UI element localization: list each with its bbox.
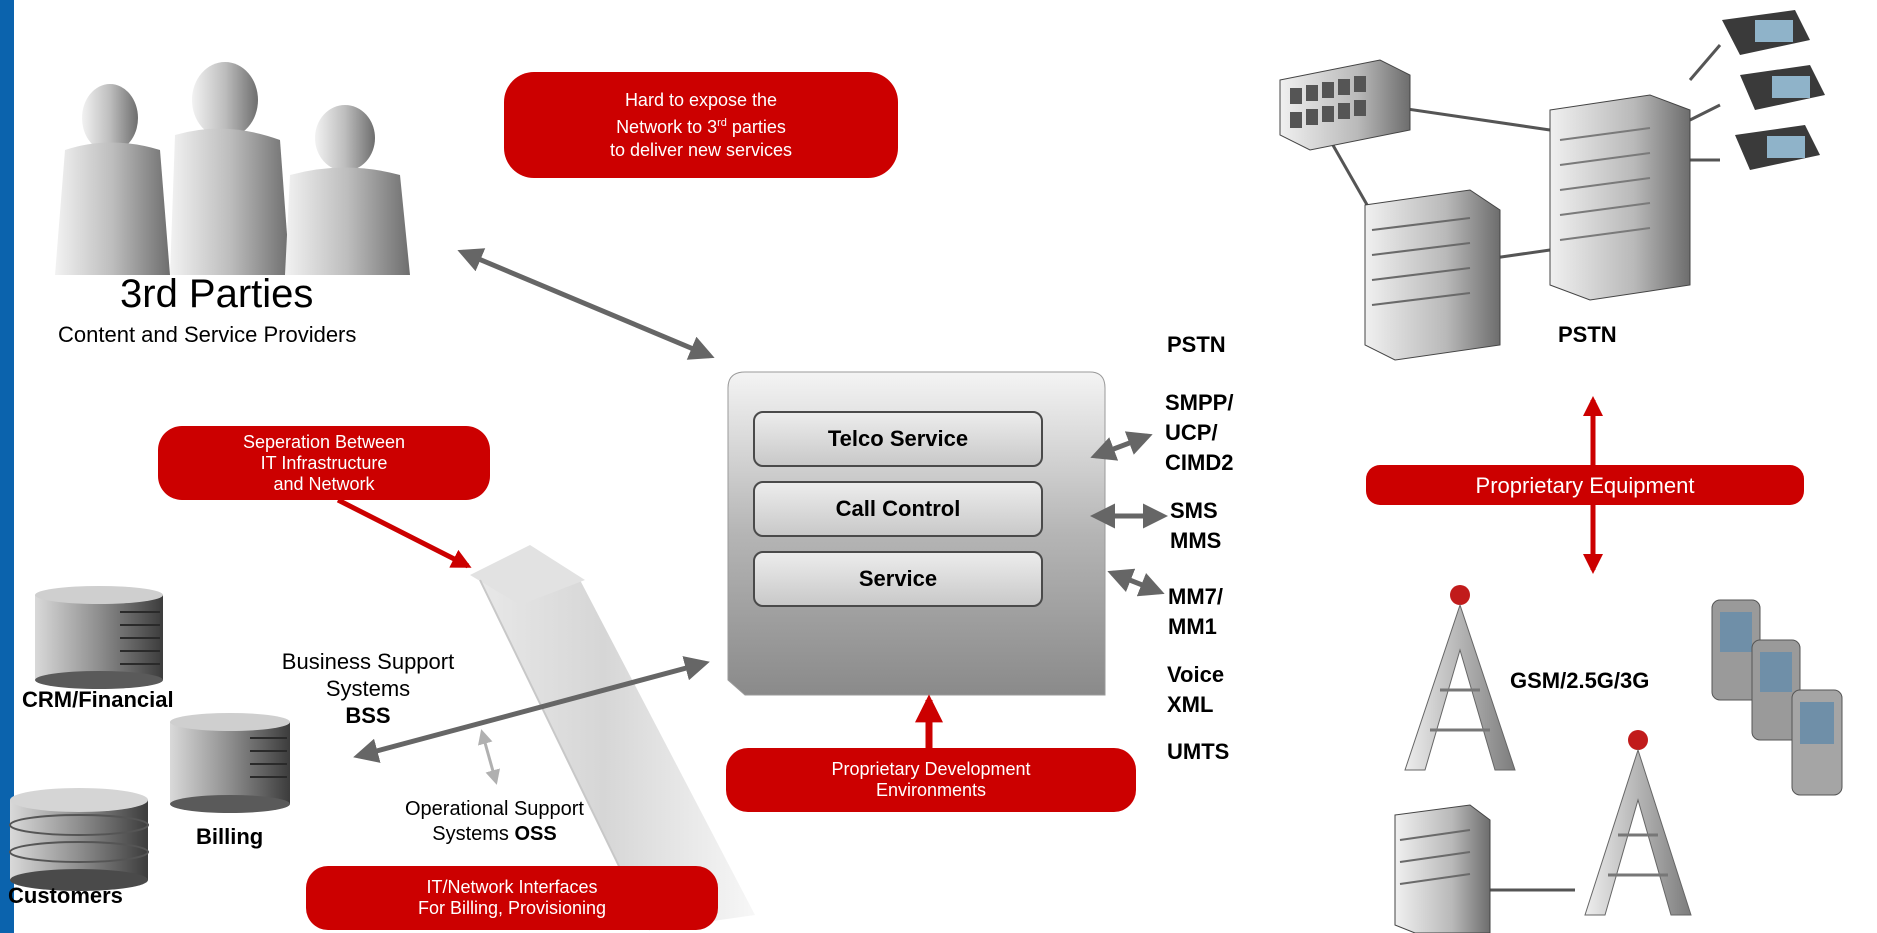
oss-arrow bbox=[478, 729, 500, 785]
connection-arrows bbox=[353, 248, 1168, 763]
third-party-people-icon bbox=[55, 62, 410, 275]
callout-hard-to-expose: Hard to expose the Network to 3rd partie… bbox=[504, 72, 898, 178]
callout-expose-line1: Hard to expose the bbox=[624, 89, 778, 110]
mobile-network-equipment bbox=[1394, 585, 1843, 933]
pstn-network-label: PSTN bbox=[1558, 322, 1617, 347]
crm-database-icon bbox=[35, 586, 163, 689]
protocol-voice-xml: Voice XML bbox=[1167, 662, 1225, 717]
protocol-pstn: PSTN bbox=[1167, 332, 1226, 357]
callout-proprietary-equipment: Proprietary Equipment bbox=[1366, 465, 1804, 505]
billing-label: Billing bbox=[196, 824, 264, 849]
callout-expose-line2: Network to 3rd parties bbox=[616, 116, 786, 137]
third-parties-subtitle: Content and Service Providers bbox=[58, 322, 357, 347]
customers-database-icon bbox=[9, 788, 149, 891]
callout-it-network-interfaces: IT/Network Interfaces For Billing, Provi… bbox=[306, 866, 718, 930]
mobile-network-label: GSM/2.5G/3G bbox=[1510, 668, 1650, 693]
protocol-mm7-mm1: MM7/ MM1 bbox=[1168, 584, 1223, 639]
billing-database-icon bbox=[170, 713, 290, 813]
left-accent-bar bbox=[0, 0, 14, 933]
layer-telco-service: Telco Service bbox=[753, 411, 1043, 467]
callout-separation: Seperation Between IT Infrastructure and… bbox=[158, 426, 490, 500]
pstn-equipment bbox=[1279, 10, 1825, 361]
bss-label: Business Support Systems BSS bbox=[281, 649, 455, 728]
callout-proprietary-development: Proprietary Development Environments bbox=[726, 748, 1136, 812]
protocol-umts: UMTS bbox=[1167, 739, 1230, 764]
protocol-smpp-ucp-cimd2: SMPP/ UCP/ CIMD2 bbox=[1165, 390, 1234, 475]
callout-expose-line3: to deliver new services bbox=[609, 139, 793, 160]
layer-service: Service bbox=[753, 551, 1043, 607]
third-parties-title: 3rd Parties bbox=[120, 272, 314, 316]
oss-label: Operational Support Systems OSS bbox=[404, 798, 584, 845]
layer-call-control: Call Control bbox=[753, 481, 1043, 537]
customers-label: Customers bbox=[8, 883, 123, 908]
crm-financial-label: CRM/Financial bbox=[22, 687, 174, 712]
protocol-sms-mms: SMS MMS bbox=[1170, 498, 1222, 553]
